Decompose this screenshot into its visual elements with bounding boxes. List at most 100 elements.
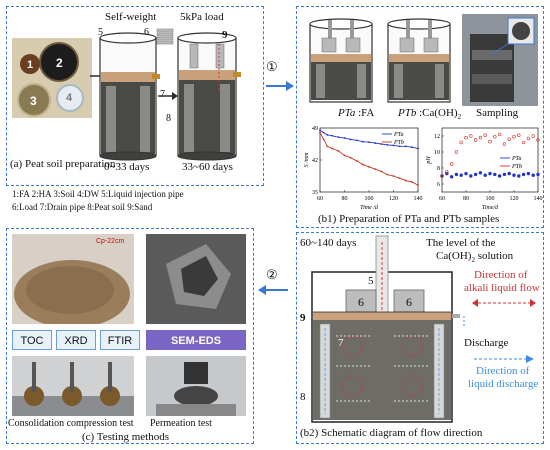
data-point-PTb — [464, 135, 468, 140]
peat-sample-drawing — [12, 234, 134, 324]
test-sem-eds: SEM-EDS — [146, 330, 246, 350]
label-discharge: Discharge — [464, 337, 509, 349]
y-tick-label: 35 — [312, 190, 318, 196]
load-weights-icon — [156, 28, 174, 45]
plot-frame — [441, 127, 539, 193]
data-point-PTa — [531, 173, 535, 177]
caption-b1-text: (b1) Preparation of PTa and PTb samples — [318, 213, 500, 225]
data-point-PTb — [531, 134, 535, 138]
callout-9: 9 — [222, 29, 228, 41]
data-point-PTb — [326, 145, 329, 148]
label-ptb-name: PTb — [398, 107, 417, 119]
x-tick-label: 140 — [414, 196, 423, 202]
x-tick-label: 80 — [463, 196, 469, 202]
data-point-PTb — [374, 168, 377, 171]
arrow-step-2 — [258, 285, 288, 295]
circle-label-2: 2 — [56, 56, 63, 70]
data-point-PTb — [349, 156, 352, 159]
data-point-PTb — [512, 135, 516, 139]
label-sampling: Sampling — [476, 107, 519, 119]
legend-label-PTa: PTa — [393, 132, 403, 138]
data-point-PTa — [331, 134, 334, 137]
x-tick-label: 120 — [510, 196, 519, 202]
x-tick-label: 100 — [486, 196, 495, 202]
label-level-sub: 2 — [471, 256, 475, 265]
caption-b2: (b2) Schematic diagram of flow direction — [300, 427, 483, 439]
series-line-PTb — [319, 132, 419, 186]
data-point-PTb — [454, 150, 459, 154]
data-point-PTa — [380, 143, 383, 145]
discharge-drop-icon — [463, 316, 465, 328]
label-ptb: PTb :Ca(OH)2 — [398, 108, 461, 121]
data-point-PTb — [355, 160, 358, 162]
label-self-weight: Self-weight — [105, 11, 157, 23]
peat-sample-label: Cp-22cm — [96, 238, 125, 245]
label-level-2: Ca(OH)2 solution — [436, 251, 513, 264]
legend-label-PTb: PTb — [511, 164, 522, 170]
data-point-PTb — [322, 138, 325, 141]
data-point-PTa — [398, 145, 401, 148]
data-point-PTb — [502, 142, 507, 146]
data-point-PTa — [464, 171, 468, 176]
liquid-discharge-arrow — [474, 355, 534, 363]
y-tick-label: 42 — [312, 158, 318, 164]
panel-b1 — [296, 6, 544, 228]
legend-label-PTa: PTa — [511, 156, 521, 162]
sem-photo-drawing — [146, 234, 246, 324]
data-point-PTa — [469, 174, 473, 178]
container-ptb — [387, 18, 451, 103]
data-point-PTb — [392, 175, 395, 177]
b2-number-7: 7 — [338, 337, 344, 349]
label-pta-name: PTa — [338, 107, 356, 119]
y-tick-label: 10 — [434, 150, 440, 156]
data-point-PTb — [536, 138, 540, 142]
label-pta: PTa :FA — [338, 108, 374, 119]
label-level-1: The level of the — [426, 237, 496, 249]
arrow-container-to-container — [158, 92, 178, 100]
container-pta — [309, 18, 373, 103]
flow-diagram — [311, 235, 460, 423]
permeation-photo — [146, 356, 246, 416]
data-point-PTb — [331, 147, 334, 150]
y-tick-label: 8 — [437, 166, 440, 172]
materials-photo-drawing — [12, 38, 92, 118]
data-point-PTa — [483, 173, 487, 177]
b2-number-8: 8 — [300, 391, 306, 403]
y-tick-label: 6 — [437, 182, 440, 188]
step-marker-2: ② — [266, 267, 278, 282]
label-5kpa-load: 5kPa load — [180, 11, 224, 23]
label-permeation: Permeation test — [150, 418, 212, 429]
data-point-PTa — [449, 175, 454, 179]
data-point-PTb — [386, 173, 389, 176]
consolidation-photo-drawing — [12, 356, 134, 416]
data-point-PTb — [469, 134, 473, 138]
circle-label-3: 3 — [30, 94, 37, 108]
data-point-PTa — [392, 144, 395, 147]
label-level-2b: solution — [474, 250, 514, 262]
x-tick-label: 120 — [389, 196, 398, 202]
data-point-PTa — [517, 174, 521, 178]
test-toc: TOC — [12, 330, 52, 350]
data-point-PTb — [404, 179, 407, 182]
data-point-PTa — [473, 172, 478, 177]
callout-5: 5 — [98, 27, 103, 38]
sampling-photo-drawing — [462, 14, 538, 106]
data-point-PTa — [521, 172, 526, 177]
label-level-2a: Ca(OH) — [436, 250, 472, 262]
data-point-PTb — [337, 149, 340, 152]
label-days-b2: 60~140 days — [300, 237, 357, 249]
circle-label-4: 4 — [66, 92, 73, 104]
data-point-PTb — [440, 174, 444, 178]
panel-c — [6, 228, 254, 444]
peat-sample-photo — [12, 234, 134, 324]
data-point-PTa — [404, 145, 407, 148]
x-tick-label: 80 — [342, 196, 348, 202]
y-tick-label: 12 — [434, 134, 440, 140]
test-xrd: XRD — [56, 330, 96, 350]
data-point-PTb — [521, 140, 526, 145]
data-point-PTa — [374, 142, 377, 144]
data-point-PTb — [497, 132, 502, 137]
panel-b2 — [296, 232, 544, 444]
